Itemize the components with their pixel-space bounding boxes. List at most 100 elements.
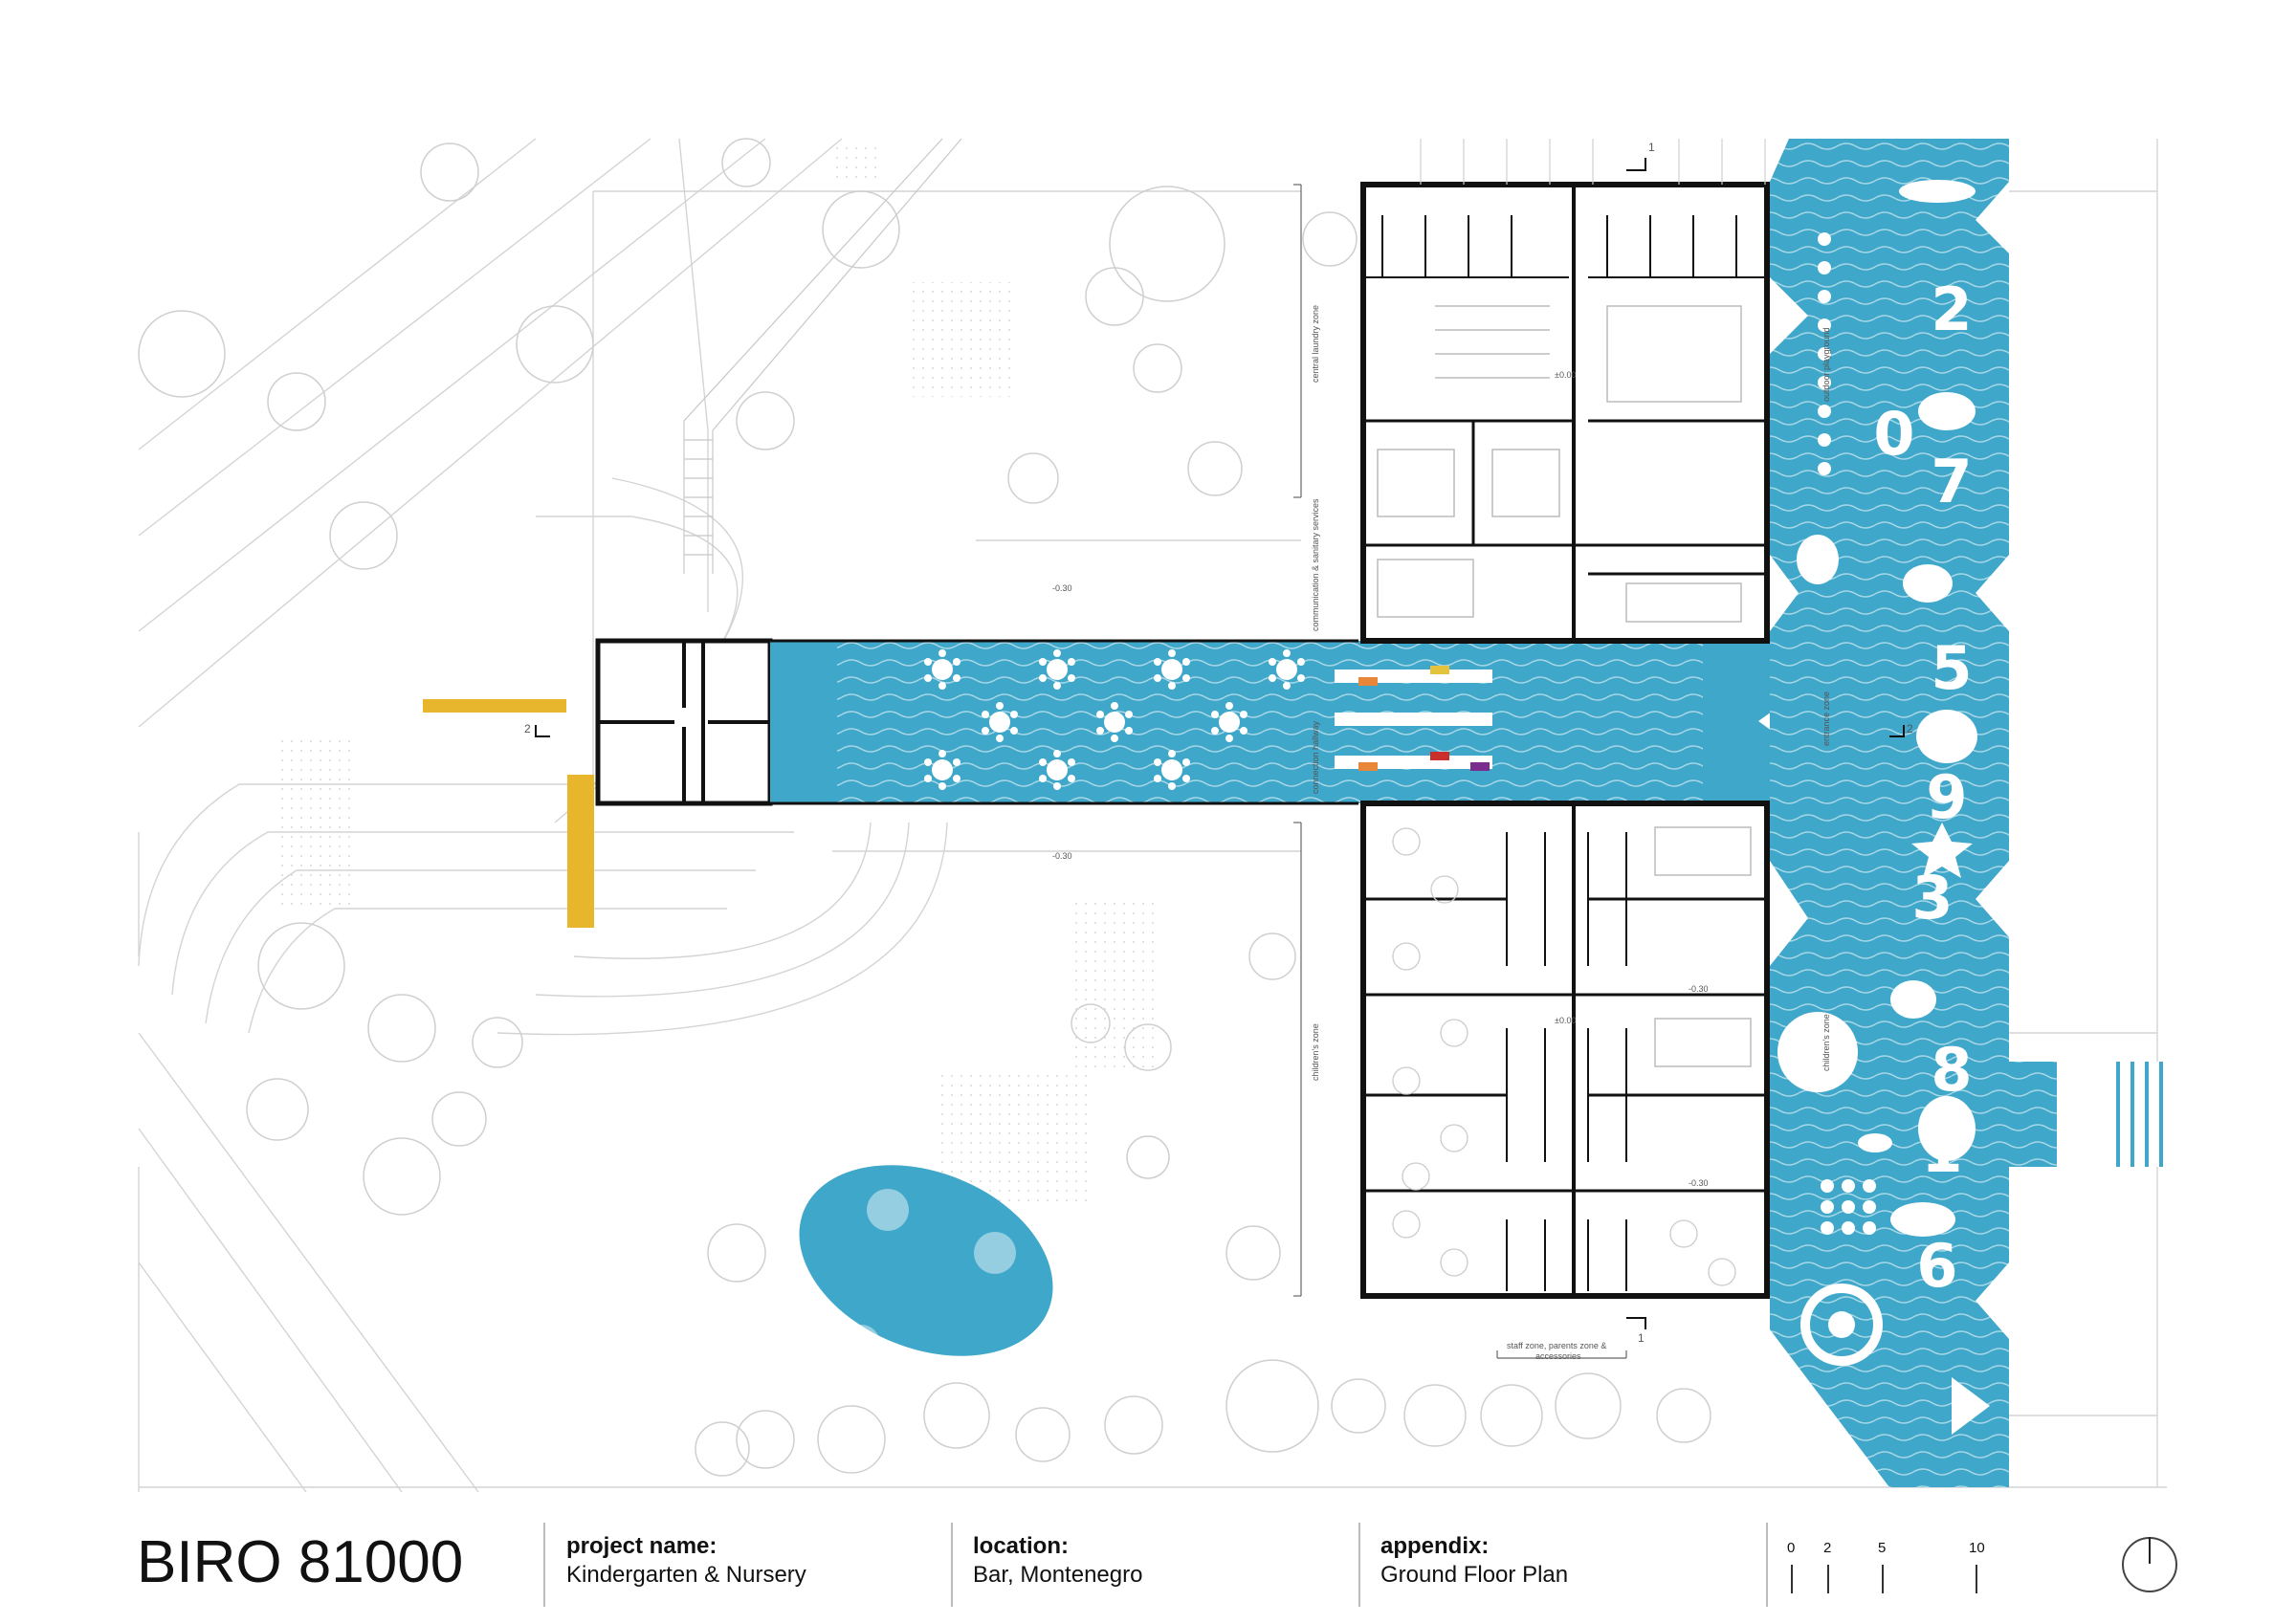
- play-grid-dot-3: [1821, 1200, 1834, 1214]
- title-block: BIRO 81000 project name: Kindergarten & …: [0, 1511, 2296, 1624]
- tree-26: [1225, 1359, 1319, 1453]
- tree-28: [1403, 1384, 1467, 1447]
- section-marks: [535, 158, 1905, 1329]
- zone-label-childrens-left: children's zone: [1311, 1023, 1320, 1081]
- play-dot-8: [1818, 462, 1831, 475]
- level-marker: -0.30: [1689, 1178, 1709, 1188]
- play-dot-1: [1818, 261, 1831, 274]
- tree-23: [923, 1382, 990, 1449]
- yellow-ramps: [423, 699, 594, 928]
- play-dot-0: [1818, 232, 1831, 246]
- zone-label-childrens-right: children's zone: [1821, 1014, 1831, 1071]
- tree-17: [472, 1017, 523, 1068]
- site-trees: [138, 138, 1711, 1477]
- project-field: project name: Kindergarten & Nursery: [566, 1532, 806, 1590]
- scale-label: 10: [1969, 1540, 1985, 1556]
- play-dot-4: [1818, 347, 1831, 361]
- tree-25: [1104, 1395, 1163, 1455]
- scale-tick: [1882, 1565, 1884, 1593]
- classroom-seat-9: [1708, 1258, 1736, 1286]
- play-glyph-5: 3: [1911, 863, 1953, 933]
- play-grid-dot-5: [1863, 1200, 1876, 1214]
- tree-2: [721, 138, 771, 187]
- zone-label-entry: entrance zone: [1821, 691, 1831, 746]
- corridor-table-2: [1154, 649, 1190, 690]
- classroom-seat-10: [1402, 1162, 1430, 1191]
- classroom-seat-2: [1392, 942, 1421, 971]
- tree-35: [1085, 267, 1144, 326]
- zone-label-communication: communication & sanitary services: [1311, 498, 1320, 631]
- play-glyph-1: 0: [1873, 399, 1914, 469]
- zone-markers: [1293, 184, 1627, 1359]
- play-dot-5: [1818, 376, 1831, 389]
- tree-21: [695, 1421, 750, 1477]
- tree-24: [1015, 1407, 1071, 1462]
- project-value: Kindergarten & Nursery: [566, 1562, 806, 1588]
- play-grid-dot-8: [1863, 1221, 1876, 1235]
- section-mark-label: 2: [524, 722, 531, 735]
- tree-33: [1126, 1135, 1170, 1179]
- level-marker: ±0.00: [1555, 370, 1576, 380]
- classroom-seat-4: [1392, 1066, 1421, 1095]
- play-glyph-7: 1: [1921, 1116, 1962, 1186]
- location-field: location: Bar, Montenegro: [973, 1532, 1142, 1590]
- tree-7: [329, 501, 398, 570]
- scale-label: 5: [1878, 1540, 1887, 1556]
- brand-name: BIRO 81000: [137, 1529, 464, 1595]
- level-marker: ±0.00: [1555, 1016, 1576, 1025]
- tree-12: [1007, 452, 1059, 504]
- play-glyph-4: 9: [1926, 762, 1967, 832]
- tree-29: [1480, 1384, 1543, 1447]
- title-divider: [1358, 1523, 1360, 1607]
- zone-label-staff: staff zone, parents zone &: [1507, 1341, 1606, 1350]
- classroom-seat-1: [1430, 875, 1459, 904]
- service-block: [1360, 182, 1770, 644]
- corridor-table-3: [1269, 649, 1305, 690]
- tree-9: [736, 391, 795, 450]
- tree-16: [363, 1137, 441, 1216]
- appendix-label: appendix:: [1380, 1533, 1490, 1559]
- project-label: project name:: [566, 1533, 718, 1559]
- play-dot-3: [1818, 318, 1831, 332]
- tree-6: [516, 305, 594, 384]
- appendix-value: Ground Floor Plan: [1380, 1562, 1569, 1588]
- play-glyph-3: 5: [1931, 633, 1972, 703]
- tree-30: [1555, 1372, 1622, 1439]
- corridor-table-1: [1039, 649, 1075, 690]
- location-label: location:: [973, 1533, 1069, 1559]
- title-divider: [1766, 1523, 1768, 1607]
- corridor-table-8: [1039, 750, 1075, 790]
- play-glyph-2: 7: [1931, 447, 1972, 516]
- level-marker: -0.30: [1052, 851, 1072, 861]
- play-grid-dot-0: [1821, 1179, 1834, 1193]
- location-value: Bar, Montenegro: [973, 1562, 1143, 1588]
- corridor-table-6: [1211, 702, 1247, 742]
- scale-tick: [1791, 1565, 1793, 1593]
- corridor-table-0: [924, 649, 960, 690]
- corridor-table-7: [924, 750, 960, 790]
- zone-label-connection: connection hallway: [1311, 720, 1320, 794]
- play-grid-dot-6: [1821, 1221, 1834, 1235]
- tree-10: [1187, 441, 1243, 496]
- section-mark-label: 2: [1907, 722, 1913, 735]
- entrance-building: [595, 638, 773, 806]
- scale-label: 0: [1787, 1540, 1796, 1556]
- scale-tick: [1976, 1565, 1977, 1593]
- tree-8: [267, 372, 326, 431]
- classroom-seat-8: [1669, 1219, 1698, 1248]
- classroom-block: [1360, 801, 1770, 1299]
- play-grid-dot-1: [1842, 1179, 1855, 1193]
- tree-13: [257, 922, 345, 1010]
- play-dot-7: [1818, 433, 1831, 447]
- zone-label-laundry: central laundry zone: [1311, 305, 1320, 383]
- scale-tick: [1827, 1565, 1829, 1593]
- tree-4: [1109, 186, 1225, 302]
- tree-15: [246, 1078, 309, 1141]
- level-marker: -0.30: [1689, 984, 1709, 994]
- classroom-seat-3: [1440, 1019, 1468, 1047]
- hatched-walkway: [683, 138, 962, 574]
- classroom-seat-0: [1392, 827, 1421, 856]
- tree-19: [707, 1223, 766, 1283]
- water-corridor: [770, 639, 1904, 805]
